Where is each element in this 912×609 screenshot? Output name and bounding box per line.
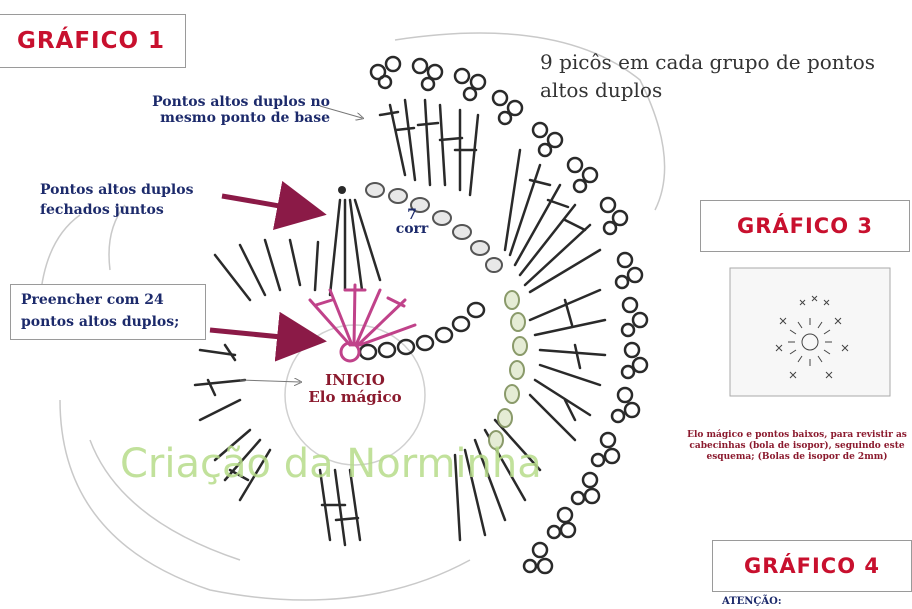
chain-dark (358, 301, 486, 361)
grafico3-mini-chart (729, 267, 891, 397)
grafico4-atencao: ATENÇÃO: (722, 596, 782, 608)
grafico1-title: GRÁFICO 1 (16, 28, 166, 54)
label-fechados-text: Pontos altos duplos fechados juntos (40, 182, 194, 218)
grafico3-caption-text: Elo mágico e pontos baixos, para revisti… (687, 430, 907, 462)
grafico4-title: GRÁFICO 4 (743, 554, 880, 578)
label-corr-text: 7 corr (395, 207, 429, 237)
label-mesmo-ponto-text: Pontos altos duplos no mesmo ponto de ba… (152, 94, 330, 126)
label-inicio: INICIO Elo mágico (300, 372, 410, 406)
label-picos-text: 9 picôs em cada grupo de pontos altos du… (540, 50, 876, 102)
label-mesmo-ponto: Pontos altos duplos no mesmo ponto de ba… (130, 94, 330, 126)
pointer-arrows (209, 180, 327, 362)
chain-grey (365, 182, 503, 273)
label-preencher-box: Preencher com 24 pontos altos duplos; (10, 284, 206, 340)
label-corr: 7 corr (392, 208, 432, 236)
grafico4-title-box: GRÁFICO 4 (712, 540, 912, 592)
grafico4-atencao-text: ATENÇÃO: (722, 596, 782, 607)
label-elo-text: Elo mágico (308, 388, 402, 406)
grafico3-title-box: GRÁFICO 3 (700, 200, 910, 252)
grafico3-caption: Elo mágico e pontos baixos, para revisti… (682, 430, 912, 463)
stitch-fans (193, 98, 607, 547)
watermark: Criação da Norminha (120, 440, 542, 488)
pink-fan (308, 283, 417, 347)
label-picos: 9 picôs em cada grupo de pontos altos du… (540, 48, 912, 104)
watermark-text: Criação da Norminha (120, 441, 542, 487)
grey-arrows (239, 105, 362, 382)
label-inicio-text: INICIO (325, 371, 385, 389)
grafico1-title-box: GRÁFICO 1 (0, 14, 186, 68)
chain-green (488, 290, 528, 450)
grafico3-title: GRÁFICO 3 (736, 214, 873, 238)
label-preencher-text: Preencher com 24 pontos altos duplos; (21, 292, 180, 330)
picots (369, 55, 649, 575)
label-fechados: Pontos altos duplos fechados juntos (40, 180, 220, 220)
